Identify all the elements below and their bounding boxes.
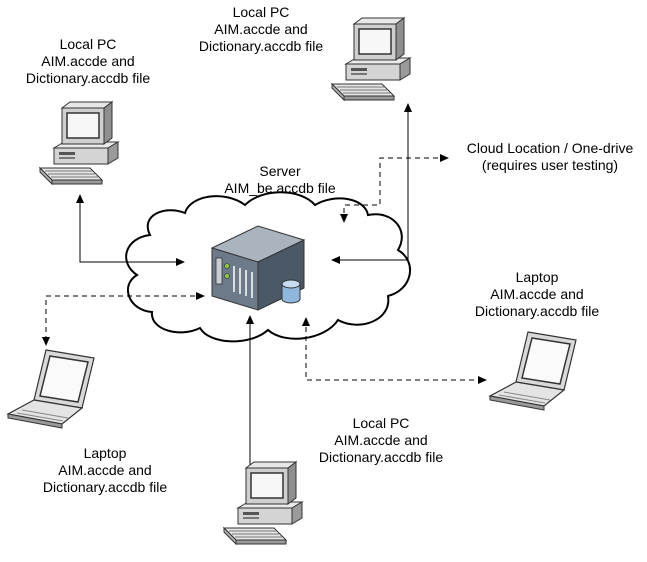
laptop-right-line2: AIM.accde and — [490, 286, 584, 302]
pc-top-right-label: Local PC AIM.accde and Dictionary.accdb … — [176, 4, 346, 55]
pc-top-left-line3: Dictionary.accdb file — [25, 70, 151, 86]
pc-bottom-label: Local PC AIM.accde and Dictionary.accdb … — [296, 415, 466, 466]
pc-bottom-line2: AIM.accde and — [334, 432, 428, 448]
pc-top-right-line2: AIM.accde and — [214, 21, 308, 37]
laptop-icon-left — [7, 349, 95, 429]
connection-laptop-left — [42, 292, 205, 346]
cloud-location-label: Cloud Location / One-drive (requires use… — [452, 140, 647, 174]
pc-top-left-title: Local PC — [59, 36, 117, 52]
pc-top-left-label: Local PC AIM.accde and Dictionary.accdb … — [3, 36, 173, 87]
connection-cloud-location — [340, 154, 449, 223]
pc-top-right-title: Local PC — [232, 4, 290, 20]
pc-bottom-line3: Dictionary.accdb file — [318, 449, 444, 465]
cloud-location-title: Cloud Location / One-drive — [466, 140, 634, 156]
laptop-left-label: Laptop AIM.accde and Dictionary.accdb fi… — [20, 445, 190, 496]
desktop-pc-icon-top-left — [39, 101, 119, 185]
laptop-left-line3: Dictionary.accdb file — [42, 479, 168, 495]
cloud-location-note: (requires user testing) — [481, 157, 619, 173]
laptop-icon-right — [489, 331, 577, 411]
laptop-right-label: Laptop AIM.accde and Dictionary.accdb fi… — [452, 269, 622, 320]
pc-top-right-line3: Dictionary.accdb file — [198, 38, 324, 54]
server-title: Server — [259, 163, 301, 179]
laptop-right-title: Laptop — [515, 269, 559, 285]
server-file: AIM_be.accdb file — [224, 180, 336, 196]
laptop-right-line3: Dictionary.accdb file — [474, 303, 600, 319]
server-label: Server AIM_be.accdb file — [195, 163, 365, 197]
connection-pc-top-left — [76, 194, 185, 266]
pc-top-left-line2: AIM.accde and — [41, 53, 135, 69]
pc-bottom-title: Local PC — [352, 415, 410, 431]
connection-laptop-right — [302, 317, 487, 384]
server-icon — [210, 225, 306, 311]
laptop-left-title: Laptop — [83, 445, 127, 461]
laptop-left-line2: AIM.accde and — [58, 462, 152, 478]
desktop-pc-icon-bottom — [223, 461, 303, 545]
